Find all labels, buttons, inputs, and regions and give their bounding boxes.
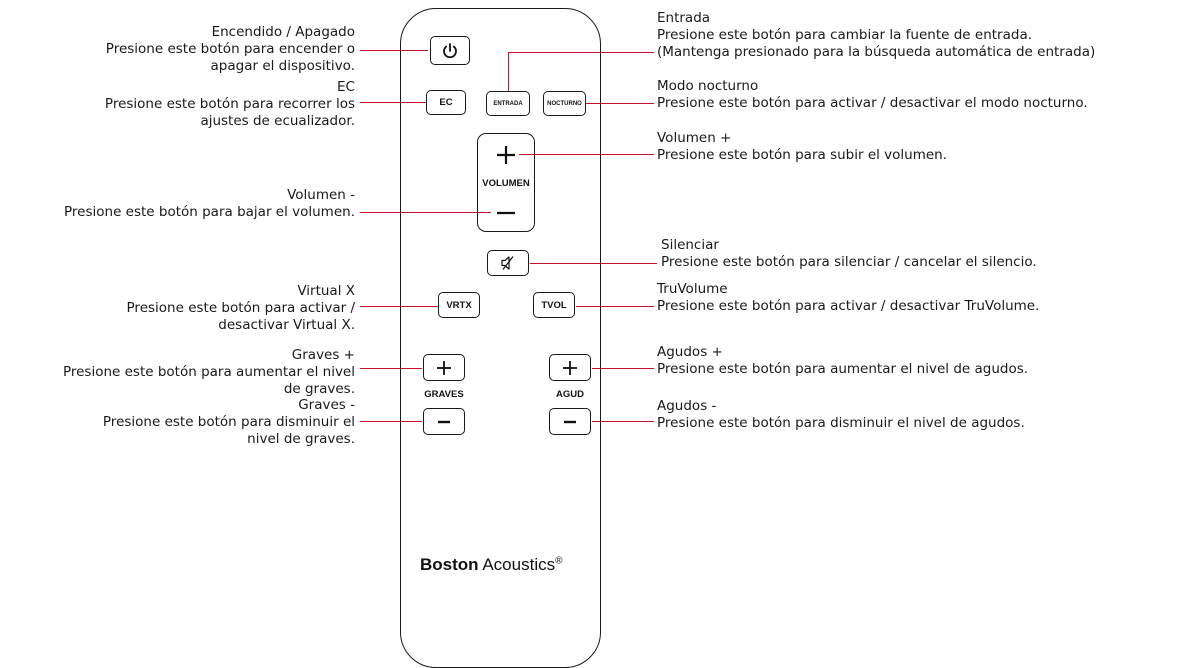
callout-treble-up-title: Agudos + xyxy=(657,344,723,360)
callout-truvolume-title: TruVolume xyxy=(657,281,728,297)
callout-truvolume-line1: Presione este botón para activar / desac… xyxy=(657,298,1040,314)
callout-input-title: Entrada xyxy=(657,10,711,26)
callout-bass-down-line1: Presione este botón para disminuir el xyxy=(102,414,355,430)
leader-line-input-h xyxy=(508,52,654,53)
callout-bass-down-title: Graves - xyxy=(298,397,355,413)
callout-volume-down: Volumen - Presione este botón para bajar… xyxy=(64,187,355,221)
callout-treble-up: Agudos + Presione este botón para aument… xyxy=(657,344,1028,378)
callout-treble-down-line1: Presione este botón para disminuir el ni… xyxy=(657,415,1025,431)
callout-volume-down-title: Volumen - xyxy=(287,187,355,203)
minus-icon xyxy=(564,420,576,423)
brand-mark: ® xyxy=(555,555,563,567)
callout-bass-up-line1: Presione este botón para aumentar el niv… xyxy=(62,364,355,380)
callout-virtual-x: Virtual X Presione este botón para activ… xyxy=(127,283,355,334)
callout-ec-line2: ajustes de ecualizador. xyxy=(200,113,355,129)
brand-rest: Acoustics xyxy=(482,555,556,574)
bass-up-button[interactable] xyxy=(423,354,465,381)
leader-line-treble-down xyxy=(592,421,654,422)
callout-bass-down: Graves - Presione este botón para dismin… xyxy=(103,397,355,448)
truvolume-button[interactable]: TVOL xyxy=(533,292,575,318)
brand-bold: Boston xyxy=(420,555,479,574)
callout-night-line1: Presione este botón para activar / desac… xyxy=(657,95,1088,111)
volume-up-button[interactable] xyxy=(493,142,519,168)
volume-label: VOLUMEN xyxy=(482,178,530,189)
leader-line-bass-down xyxy=(360,421,422,422)
treble-down-button[interactable] xyxy=(549,408,591,435)
power-icon xyxy=(443,42,457,58)
virtual-x-button[interactable]: VRTX xyxy=(438,292,480,318)
callout-ec-line1: Presione este botón para recorrer los xyxy=(104,96,355,112)
callout-mute-line1: Presione este botón para silenciar / can… xyxy=(661,254,1037,270)
callout-input: Entrada Presione este botón para cambiar… xyxy=(657,10,1095,61)
callout-input-line1: Presione este botón para cambiar la fuen… xyxy=(657,27,1033,43)
plus-icon xyxy=(497,146,515,164)
callout-power-line2: apagar el dispositivo. xyxy=(210,58,355,74)
callout-ec-title: EC xyxy=(337,79,355,95)
leader-line-ec xyxy=(360,102,426,103)
treble-up-button[interactable] xyxy=(549,354,591,381)
callout-volume-up-line1: Presione este botón para subir el volume… xyxy=(657,147,948,163)
power-button[interactable] xyxy=(430,36,470,65)
callout-power: Encendido / Apagado Presione este botón … xyxy=(106,24,355,75)
mute-icon xyxy=(501,256,514,270)
treble-label: AGUD xyxy=(556,389,584,400)
callout-night-title: Modo nocturno xyxy=(657,78,759,94)
leader-line-volume-up xyxy=(519,154,654,155)
callout-power-line1: Presione este botón para encender o xyxy=(105,41,355,57)
callout-ec: EC Presione este botón para recorrer los… xyxy=(105,79,355,130)
callout-mute: Silenciar Presione este botón para silen… xyxy=(661,237,1037,271)
callout-input-line2: (Mantenga presionado para la búsqueda au… xyxy=(657,44,1096,60)
bass-label: GRAVES xyxy=(424,389,464,400)
minus-icon xyxy=(497,211,515,215)
callout-treble-up-line1: Presione este botón para aumentar el niv… xyxy=(657,361,1029,377)
callout-virtual-x-line2: desactivar Virtual X. xyxy=(218,317,355,333)
leader-line-virtual-x xyxy=(360,306,438,307)
callout-volume-up: Volumen + Presione este botón para subir… xyxy=(657,130,947,164)
ec-button[interactable]: EC xyxy=(426,90,466,115)
leader-line-volume-down xyxy=(360,212,491,213)
leader-line-input-v xyxy=(508,52,509,94)
input-button[interactable]: ENTRADA xyxy=(486,91,530,116)
callout-virtual-x-title: Virtual X xyxy=(297,283,355,299)
callout-volume-down-line1: Presione este botón para bajar el volume… xyxy=(64,204,355,220)
callout-bass-up-line2: de graves. xyxy=(283,381,355,397)
plus-icon xyxy=(437,360,451,375)
volume-down-button[interactable] xyxy=(493,200,519,226)
leader-line-mute xyxy=(530,263,657,264)
callout-treble-down: Agudos - Presione este botón para dismin… xyxy=(657,398,1025,432)
brand-logo: Boston Acoustics® xyxy=(420,555,595,575)
leader-line-treble-up xyxy=(592,368,654,369)
callout-truvolume: TruVolume Presione este botón para activ… xyxy=(657,281,1039,315)
night-mode-button[interactable]: NOCTURNO xyxy=(543,91,586,116)
callout-volume-up-title: Volumen + xyxy=(657,130,732,146)
callout-night: Modo nocturno Presione este botón para a… xyxy=(657,78,1088,112)
callout-treble-down-title: Agudos - xyxy=(657,398,717,414)
callout-bass-up: Graves + Presione este botón para aument… xyxy=(63,347,355,398)
bass-down-button[interactable] xyxy=(423,408,465,435)
leader-line-night xyxy=(586,103,654,104)
callout-virtual-x-line1: Presione este botón para activar / xyxy=(126,300,355,316)
plus-icon xyxy=(563,360,577,375)
minus-icon xyxy=(438,420,450,423)
leader-line-bass-up xyxy=(360,368,422,369)
callout-mute-title: Silenciar xyxy=(661,237,719,253)
leader-line-power xyxy=(360,50,428,51)
callout-bass-up-title: Graves + xyxy=(291,347,355,363)
leader-line-truvolume xyxy=(576,306,654,307)
callout-power-title: Encendido / Apagado xyxy=(211,24,355,40)
callout-bass-down-line2: nivel de graves. xyxy=(247,431,355,447)
mute-button[interactable] xyxy=(487,250,529,276)
volume-rocker xyxy=(477,133,535,232)
